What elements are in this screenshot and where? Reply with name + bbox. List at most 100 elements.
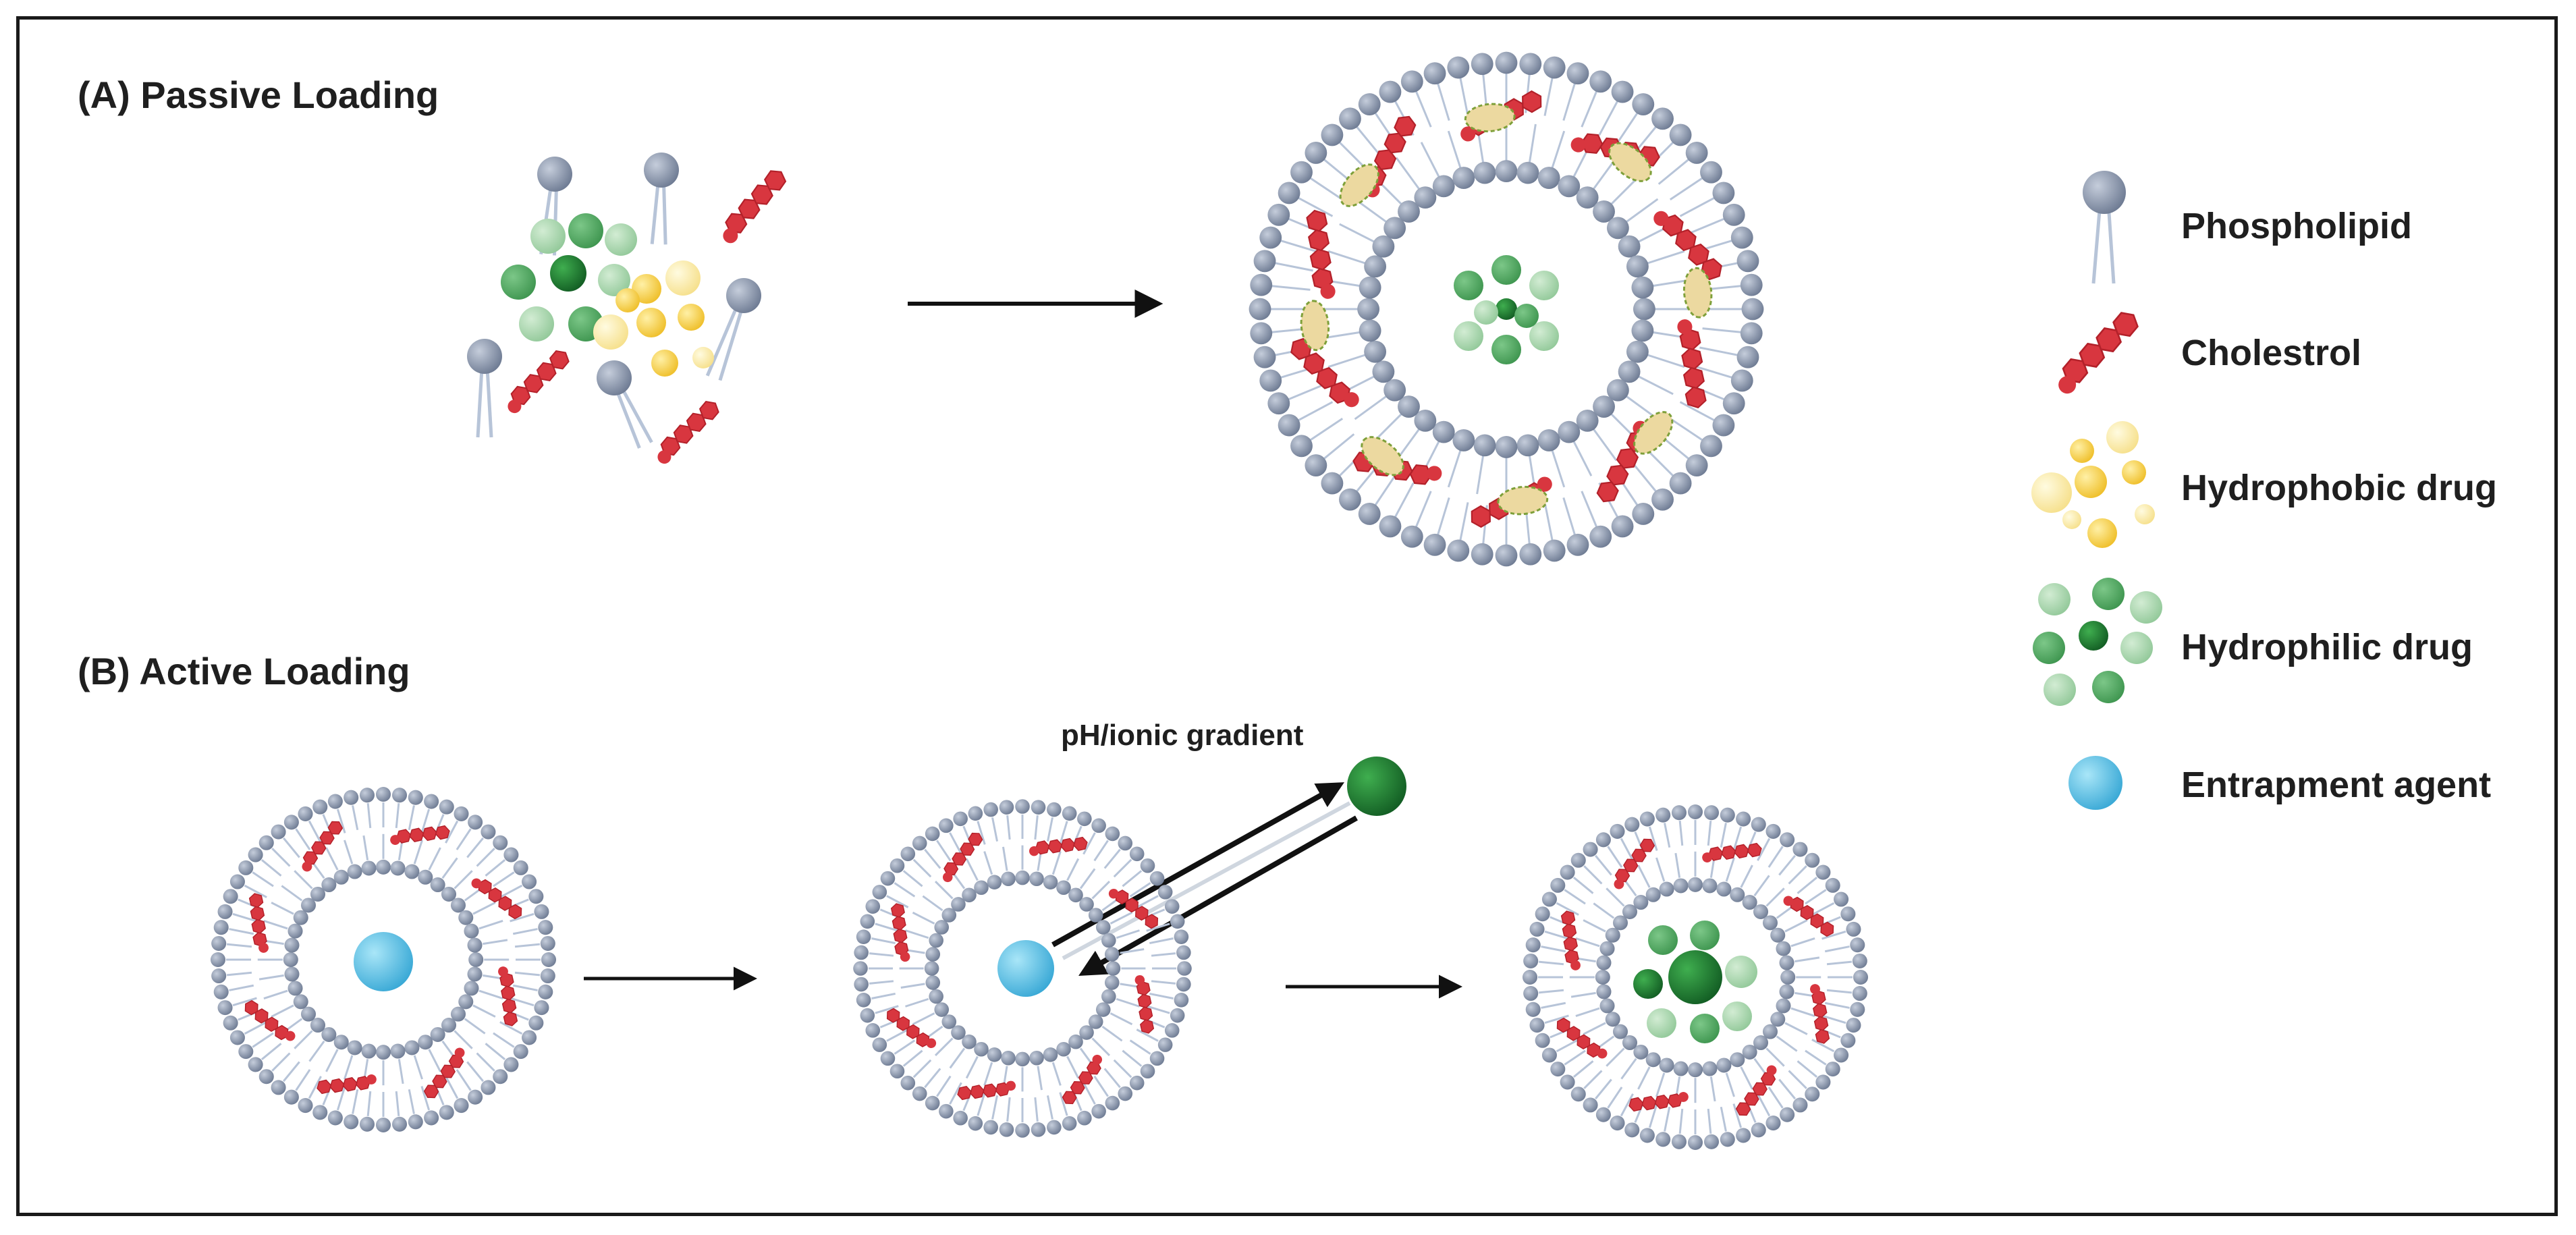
- lipid-tail: [1591, 427, 1618, 462]
- hydrophilic-drug: [1633, 969, 1663, 999]
- phospholipid-head: [1278, 182, 1300, 204]
- phospholipid-head: [1639, 1128, 1655, 1143]
- phospholipid-head: [1047, 1120, 1062, 1135]
- lipid-tail: [1373, 472, 1398, 508]
- hydrophobic-drug: [1464, 103, 1516, 133]
- entrapment-agent-icon: [2068, 756, 2122, 810]
- hydrophilic-drug: [1474, 300, 1498, 325]
- lipid-tail: [1136, 895, 1159, 908]
- phospholipid-head: [1700, 435, 1722, 458]
- phospholipid-head: [1001, 871, 1016, 887]
- cholesterol-icon: [498, 966, 518, 1026]
- phospholipid-head: [1267, 392, 1290, 415]
- phospholipid-head: [1056, 1041, 1071, 1057]
- phospholipid-head: [441, 1017, 457, 1033]
- phospholipid-head: [1452, 429, 1475, 451]
- cholesterol-icon: [248, 893, 269, 953]
- lipid-tail: [1307, 175, 1344, 201]
- phospholipid-head: [347, 1040, 362, 1055]
- hydrophobic-drug: [1633, 411, 1674, 455]
- lipid-tail: [244, 1021, 267, 1035]
- lipid-tail: [1674, 852, 1681, 878]
- lipid-tail: [1725, 1072, 1735, 1097]
- lipid-tail: [472, 1004, 496, 1018]
- phospholipid-head: [454, 1098, 469, 1114]
- lipid-tail: [1556, 902, 1579, 916]
- phospholipid-head: [1576, 409, 1599, 432]
- phospholipid-head: [1593, 395, 1615, 418]
- phospholipid-head: [1170, 1008, 1185, 1023]
- phospholipid-head: [1104, 947, 1120, 962]
- phospholipid-head: [1776, 941, 1791, 956]
- phospholipid-head: [1610, 1116, 1625, 1131]
- lipid-tail: [244, 884, 267, 898]
- phospholipid-head: [293, 910, 308, 925]
- lipid-tail: [229, 928, 254, 935]
- lipid-tail: [1824, 945, 1850, 953]
- phospholipid-head: [1290, 161, 1313, 184]
- phospholipid-head: [211, 935, 227, 952]
- phospholipid-head: [540, 935, 555, 952]
- phospholipid-head: [860, 1008, 875, 1023]
- phospholipid-head: [1645, 1052, 1661, 1068]
- gradient-arrow-in: [1078, 815, 1358, 976]
- lipid-tail: [936, 1075, 952, 1097]
- lipid-tail: [1583, 1022, 1606, 1035]
- lipid-tail: [949, 1082, 962, 1105]
- phospholipid-head: [962, 1034, 977, 1049]
- phospholipid-head: [1805, 1087, 1820, 1102]
- phospholipid-head: [238, 1044, 254, 1060]
- phospholipid-head: [1673, 1061, 1689, 1076]
- active-liposome-empty: [210, 786, 557, 1133]
- lipid-tail: [1607, 1087, 1623, 1109]
- lipid-tail: [1797, 877, 1818, 894]
- phospholipid-head: [1519, 53, 1542, 76]
- lipid-tail: [1146, 923, 1170, 932]
- lipid-tail: [1784, 919, 1808, 933]
- phospholipid-head: [925, 1095, 940, 1111]
- phospholipid-head: [1088, 908, 1103, 923]
- lipid-tail: [466, 837, 484, 858]
- phospholipid-head: [312, 1105, 328, 1120]
- phospholipid-head: [1792, 842, 1808, 857]
- lipid-tail: [1776, 1035, 1798, 1052]
- lipid-tail: [1122, 870, 1143, 887]
- lipid-tail: [1657, 157, 1691, 185]
- phospholipid-head: [283, 952, 298, 968]
- phospholipid-head: [375, 1045, 391, 1060]
- phospholipid-head: [1669, 124, 1692, 146]
- lipid-tail: [1669, 175, 1705, 201]
- phospholipid-head: [1541, 891, 1557, 907]
- phospholipid-head: [1740, 273, 1763, 296]
- lipid-tail: [1066, 1055, 1080, 1079]
- lipid-tail: [1327, 250, 1368, 265]
- phospholipid-head: [1062, 806, 1077, 821]
- phospholipid-head: [1687, 804, 1703, 820]
- phospholipid-head: [1570, 1087, 1586, 1102]
- phospholipid-head: [644, 153, 679, 188]
- phospholipid-head: [860, 914, 875, 929]
- active-loading-title: (B) Active Loading: [78, 650, 410, 692]
- phospholipid-head: [1850, 1001, 1865, 1017]
- phospholipid-head: [1471, 543, 1493, 566]
- hydrophobic-drug: [2106, 421, 2139, 454]
- phospholipid-head: [1779, 984, 1794, 999]
- phospholipid-head: [925, 826, 940, 842]
- phospholipid-head: [1558, 175, 1581, 198]
- lipid-tail: [456, 1069, 472, 1091]
- phospholipid-head: [1383, 379, 1406, 402]
- phospholipid-head: [726, 278, 761, 313]
- lipid-tail: [493, 1032, 515, 1048]
- phospholipid-head: [1740, 322, 1763, 345]
- lipid-tail: [229, 984, 254, 991]
- lipid-tail: [1544, 1014, 1569, 1024]
- phospholipid-head: [223, 1015, 238, 1031]
- phospholipid-head: [1765, 823, 1781, 839]
- phospholipid-head: [2083, 171, 2126, 214]
- phospholipid-head: [1703, 1134, 1720, 1149]
- active-liposome-loaded: [1522, 804, 1869, 1151]
- lipid-tail: [466, 1061, 484, 1082]
- phospholipid-head: [1105, 1095, 1120, 1111]
- hydrophilic-drug: [1347, 757, 1406, 816]
- phospholipid-head: [912, 1086, 927, 1101]
